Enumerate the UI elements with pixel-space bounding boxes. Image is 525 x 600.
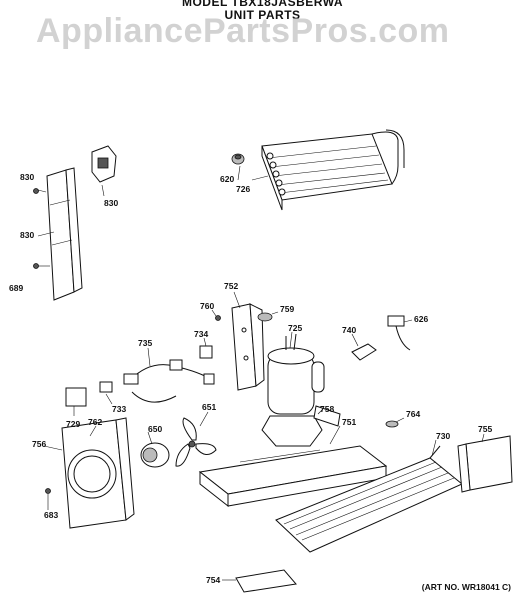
wiring-harness-735 [123,359,215,403]
callout-620: 620 [220,174,235,184]
callout-730: 730 [436,431,451,441]
screw-683 [45,488,51,494]
overload-733 [99,381,113,393]
callout-725: 725 [288,323,303,333]
fan-shroud-762 [61,417,135,529]
callout-830: 830 [104,198,119,208]
capacitor-729 [65,387,87,407]
callout-729: 729 [66,419,81,429]
callout-758: 758 [320,404,335,414]
callout-754: 754 [206,575,221,585]
callout-689: 689 [9,283,24,293]
bracket-755 [457,435,513,493]
callout-650: 650 [148,424,163,434]
leader-lines [37,165,485,581]
callout-760: 760 [200,301,215,311]
part-740 [351,343,377,361]
model-line: MODEL TBX18JASBERWA [181,0,344,9]
callout-735: 735 [138,338,153,348]
side-panel-830 [46,167,83,301]
base-tray-751 [198,445,388,508]
callout-751: 751 [342,417,357,427]
callout-626: 626 [414,314,429,324]
clip-830 [91,145,117,183]
callout-740: 740 [342,325,357,335]
diagram-title: MODEL TBX18JASBERWA UNIT PARTS [0,0,525,22]
part-764 [385,420,399,428]
screw-830 [33,188,39,194]
callout-733: 733 [112,404,127,414]
fan-blade-651 [175,417,217,467]
part-626 [387,315,411,351]
callout-762: 762 [88,417,103,427]
section-line: UNIT PARTS [224,8,301,22]
callout-756: 756 [32,439,47,449]
callout-651: 651 [202,402,217,412]
art-number: (ART NO. WR18041 C) [421,582,511,592]
condenser-coil [261,129,405,211]
watermark: AppliancePartsPros.com [36,12,450,50]
part-758 [313,405,341,427]
callout-683: 683 [44,510,59,520]
callout-726: 726 [236,184,251,194]
bracket-752 [231,303,265,391]
compressor-725 [261,333,325,447]
callout-830: 830 [20,172,35,182]
callout-759: 759 [280,304,295,314]
wedge-754 [235,569,297,593]
callout-752: 752 [224,281,239,291]
screw-689 [33,263,39,269]
relay-734 [199,345,213,359]
grommet-759 [257,312,273,322]
callout-755: 755 [478,424,493,434]
coil-end-loops [266,152,286,196]
screw-760 [215,315,221,321]
callout-734: 734 [194,329,209,339]
callout-830: 830 [20,230,35,240]
fan-motor-650 [140,442,170,468]
callout-764: 764 [406,409,421,419]
grommet-620 [231,153,245,165]
